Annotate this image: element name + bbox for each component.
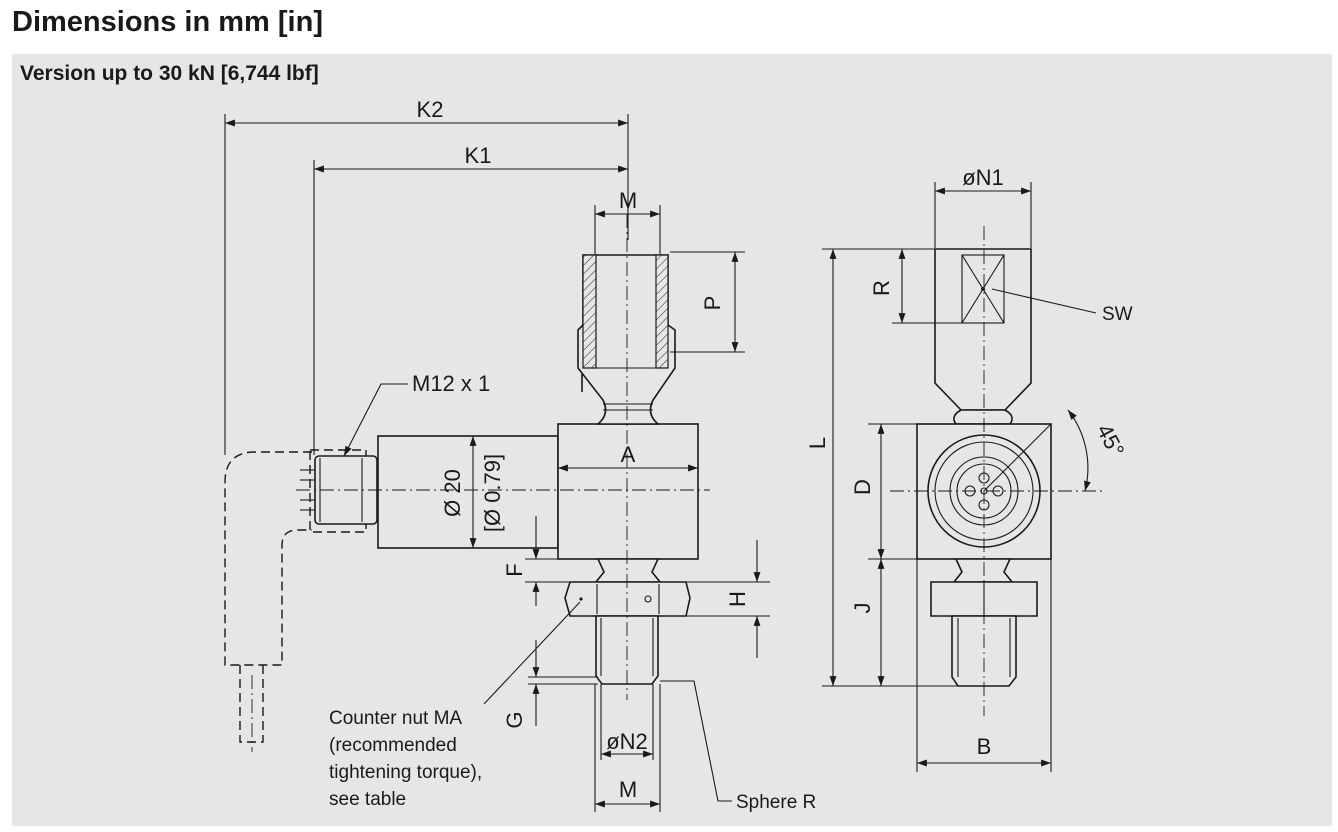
label-sw: SW xyxy=(1102,304,1133,325)
label-dia079: [Ø 0.79] xyxy=(480,454,505,532)
label-m-top: M xyxy=(619,188,637,213)
label-f: F xyxy=(502,563,527,576)
note-line-1: Counter nut MA xyxy=(329,708,462,729)
side-view: K2 K1 M P M12 x 1 A Ø 20 [Ø 0.79] F xyxy=(224,97,816,813)
label-d: D xyxy=(850,479,875,495)
label-r: R xyxy=(869,280,894,296)
cable-outline xyxy=(224,451,312,752)
label-j: J xyxy=(850,603,875,614)
wrench-flat xyxy=(961,254,1005,324)
label-b: B xyxy=(977,734,992,759)
lower-neck xyxy=(594,558,662,583)
page-title: Dimensions in mm [in] xyxy=(12,6,323,38)
label-k2: K2 xyxy=(417,97,444,122)
label-a: A xyxy=(621,442,636,467)
leader-sw xyxy=(991,288,1097,314)
label-g: G xyxy=(502,711,527,728)
panel-subtitle: Version up to 30 kN [6,744 lbf] xyxy=(20,62,319,85)
label-sphere: Sphere R xyxy=(736,792,816,813)
label-dia20: Ø 20 xyxy=(440,469,465,517)
m12-connector xyxy=(300,449,378,533)
front-view: øN1 R SW L D J 45° B xyxy=(805,165,1133,772)
dim-angle xyxy=(1067,409,1091,492)
leader-counter-nut xyxy=(483,601,581,705)
note-line-2: (recommended xyxy=(329,735,457,756)
note-counter-nut: Counter nut MA (recommended tightening t… xyxy=(329,708,482,810)
upper-thread-left xyxy=(582,254,597,369)
label-n2: øN2 xyxy=(606,729,648,754)
note-line-4: see table xyxy=(329,789,406,810)
note-line-3: tightening torque), xyxy=(329,762,482,783)
label-angle: 45° xyxy=(1092,420,1130,461)
upper-thread-right xyxy=(655,254,669,369)
label-h: H xyxy=(725,591,750,607)
label-n1: øN1 xyxy=(962,165,1004,190)
leader-sphere xyxy=(660,680,732,802)
label-m-bottom: M xyxy=(619,777,637,802)
label-k1: K1 xyxy=(465,143,492,168)
label-l: L xyxy=(805,437,830,449)
label-m12: M12 x 1 xyxy=(412,371,490,396)
label-p: P xyxy=(700,296,725,311)
top-shank xyxy=(934,248,1032,411)
front-thread xyxy=(951,615,1017,687)
counter-nut xyxy=(564,581,691,617)
cylinder-body xyxy=(377,435,559,549)
leader-m12 xyxy=(343,383,408,457)
main-block xyxy=(557,423,699,560)
